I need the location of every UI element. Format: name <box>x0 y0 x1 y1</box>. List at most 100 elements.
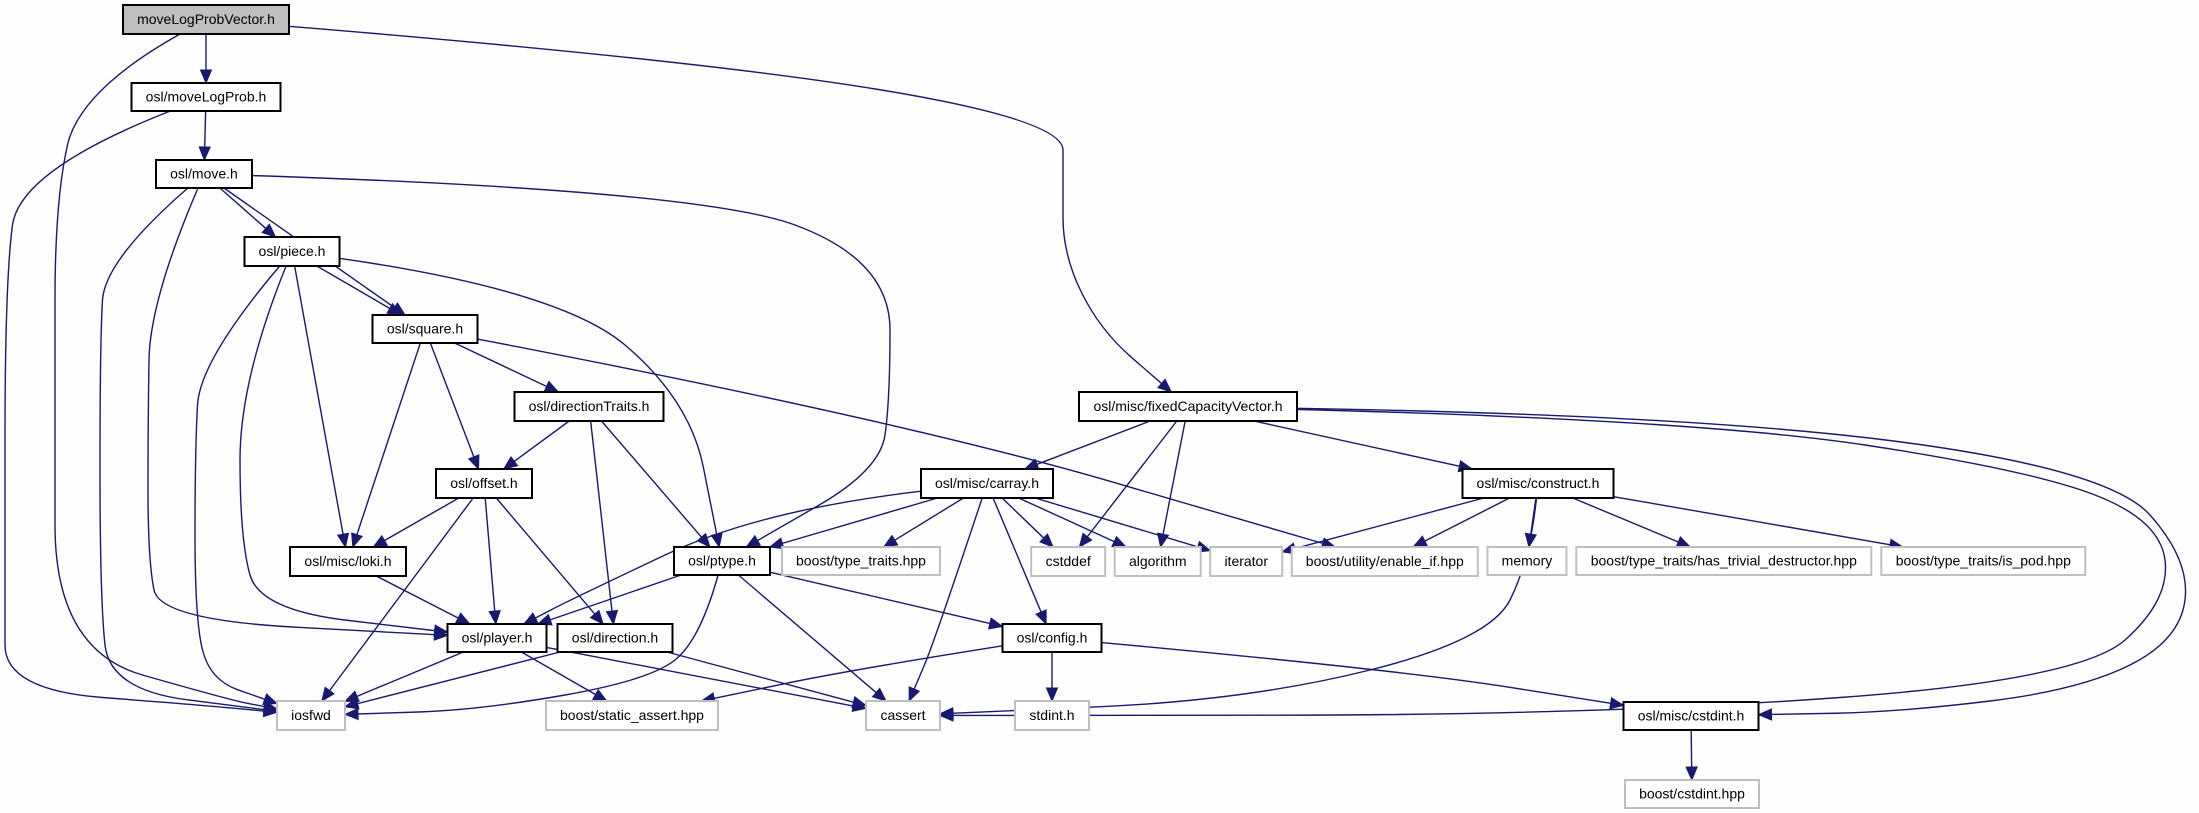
edge-line <box>147 187 436 636</box>
edge-square-to-enable_if <box>477 338 1337 550</box>
edge-cstdint-to-boost_cstdint <box>1685 729 1698 782</box>
node-carray[interactable]: osl/misc/carray.h <box>920 468 1054 499</box>
node-box <box>1461 468 1615 499</box>
arrowhead-icon <box>1078 532 1093 549</box>
edge-line <box>477 338 1324 545</box>
edge-line <box>769 571 991 625</box>
node-label: osl/misc/construct.h <box>1477 475 1600 491</box>
arrowhead-icon <box>1412 535 1429 548</box>
edge-offset-to-player <box>484 497 501 626</box>
node-mlp[interactable]: osl/moveLogProb.h <box>130 82 282 112</box>
edge-line <box>355 651 464 698</box>
node-cassert: cassert <box>865 700 941 731</box>
arrowhead-icon <box>1609 697 1625 710</box>
node-box <box>155 159 253 189</box>
edge-line <box>219 187 267 230</box>
node-square[interactable]: osl/square.h <box>371 314 479 344</box>
node-box <box>371 314 479 344</box>
edge-direction-to-iosfwd <box>343 651 561 710</box>
node-construct[interactable]: osl/misc/construct.h <box>1461 468 1615 499</box>
node-box <box>435 468 533 499</box>
edge-line <box>1035 420 1151 466</box>
arrowhead-icon <box>372 534 389 548</box>
edge-player-to-static_assert <box>521 651 608 702</box>
arrowhead-icon <box>543 380 560 393</box>
node-box <box>289 546 407 577</box>
edge-piece-to-iosfwd <box>194 265 281 705</box>
node-cstdint[interactable]: osl/misc/cstdint.h <box>1622 701 1760 731</box>
edge-line <box>713 645 1003 700</box>
node-box <box>545 700 719 731</box>
edge-line <box>546 646 855 707</box>
edge-line <box>454 342 548 388</box>
edge-loki-to-player <box>375 575 471 625</box>
node-stdint: stdint.h <box>1014 700 1090 731</box>
node-label: boost/cstdint.hpp <box>1639 786 1745 802</box>
node-enable_if: boost/utility/enable_if.hpp <box>1290 546 1479 577</box>
arrowhead-icon <box>768 537 785 550</box>
node-box <box>1014 700 1090 731</box>
node-mlpv[interactable]: moveLogProbVector.h <box>122 4 290 35</box>
node-ptype[interactable]: osl/ptype.h <box>673 546 771 576</box>
edge-line <box>383 497 460 542</box>
edge-ptype-to-iosfwd <box>343 574 719 721</box>
edge-mlpv-to-iosfwd <box>54 33 279 713</box>
edge-fcv-to-carray <box>1023 420 1151 471</box>
arrowhead-icon <box>1675 536 1692 548</box>
node-player[interactable]: osl/player.h <box>446 623 548 653</box>
edge-line <box>600 420 703 539</box>
node-label: cassert <box>880 707 925 723</box>
node-iterator: iterator <box>1209 546 1284 577</box>
edge-line <box>1253 420 1461 468</box>
node-label: algorithm <box>1129 553 1187 569</box>
edge-construct-to-is_pod <box>1613 495 1905 551</box>
node-label: osl/misc/cstdint.h <box>1638 708 1745 724</box>
node-box <box>1880 546 2087 576</box>
edge-mlpv-to-fcv <box>288 25 1173 393</box>
edge-line <box>1162 420 1186 536</box>
arrowhead-icon <box>262 693 279 705</box>
node-move[interactable]: osl/move.h <box>155 159 253 189</box>
arrowhead-icon <box>1045 687 1059 703</box>
node-label: moveLogProbVector.h <box>137 11 275 27</box>
node-label: osl/config.h <box>1017 630 1088 646</box>
node-offset[interactable]: osl/offset.h <box>435 468 533 499</box>
edge-line <box>429 342 475 459</box>
node-loki[interactable]: osl/misc/loki.h <box>289 546 407 577</box>
node-htd: boost/type_traits/has_trivial_destructor… <box>1575 546 1873 576</box>
node-box <box>865 700 941 731</box>
node-fcv[interactable]: osl/misc/fixedCapacityVector.h <box>1078 391 1298 422</box>
edge-offset-to-loki <box>372 497 460 548</box>
node-config[interactable]: osl/config.h <box>1001 623 1103 653</box>
edge-line <box>203 110 207 149</box>
edge-config-to-cstdint <box>1101 641 1625 710</box>
edge-piece-to-square <box>316 265 403 316</box>
edge-line <box>495 497 596 616</box>
node-direction[interactable]: osl/direction.h <box>556 623 674 653</box>
node-label: boost/utility/enable_if.hpp <box>1306 553 1464 569</box>
arrowhead-icon <box>1157 378 1173 393</box>
edge-line <box>375 575 460 620</box>
arrowhead-icon <box>433 624 449 637</box>
node-label: osl/moveLogProb.h <box>146 89 267 105</box>
edge-carray-to-cassert <box>908 497 983 703</box>
edge-fcv-to-cstdint <box>1296 407 2187 721</box>
edge-dirtraits-to-direction <box>589 420 619 626</box>
arrowhead-icon <box>851 695 868 709</box>
node-memory: memory <box>1486 546 1568 576</box>
edge-line <box>893 497 964 542</box>
node-dirtraits[interactable]: osl/directionTraits.h <box>513 391 665 422</box>
node-label: osl/direction.h <box>572 630 658 646</box>
node-box <box>513 391 665 422</box>
node-static_assert: boost/static_assert.hpp <box>545 700 719 731</box>
node-label: osl/directionTraits.h <box>529 398 650 414</box>
edge-mlpv-to-mlp <box>199 34 213 85</box>
node-piece[interactable]: osl/piece.h <box>243 236 341 267</box>
edge-offset-to-iosfwd <box>321 497 474 703</box>
node-box <box>556 623 674 653</box>
arrowhead-icon <box>261 223 277 238</box>
edge-line <box>4 110 266 712</box>
arrowhead-icon <box>321 686 335 703</box>
edge-line <box>589 420 613 613</box>
edge-line <box>484 497 496 613</box>
